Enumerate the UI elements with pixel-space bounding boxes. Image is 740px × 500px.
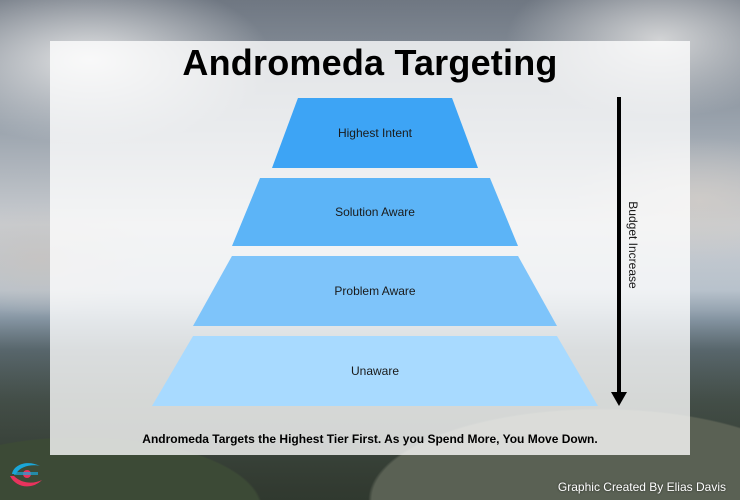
tier-label: Problem Aware	[334, 284, 416, 298]
tier-label: Solution Aware	[335, 205, 415, 219]
arrow-down-icon	[611, 392, 627, 406]
budget-arrow-label: Budget Increase	[626, 201, 640, 289]
budget-arrow-shaft	[617, 97, 621, 395]
brand-logo-icon	[10, 463, 42, 487]
pyramid-tier-unaware: Unaware	[152, 336, 598, 406]
pyramid-tier-solution-aware: Solution Aware	[232, 178, 518, 246]
credit-text: Graphic Created By Elias Davis	[557, 480, 726, 494]
diagram-title: Andromeda Targeting	[182, 42, 558, 83]
tier-label: Highest Intent	[337, 126, 413, 140]
diagram-caption: Andromeda Targets the Highest Tier First…	[142, 432, 598, 446]
pyramid-tier-problem-aware: Problem Aware	[193, 256, 557, 326]
tier-label: Unaware	[350, 364, 400, 378]
pyramid-tier-highest-intent: Highest Intent	[272, 98, 478, 168]
